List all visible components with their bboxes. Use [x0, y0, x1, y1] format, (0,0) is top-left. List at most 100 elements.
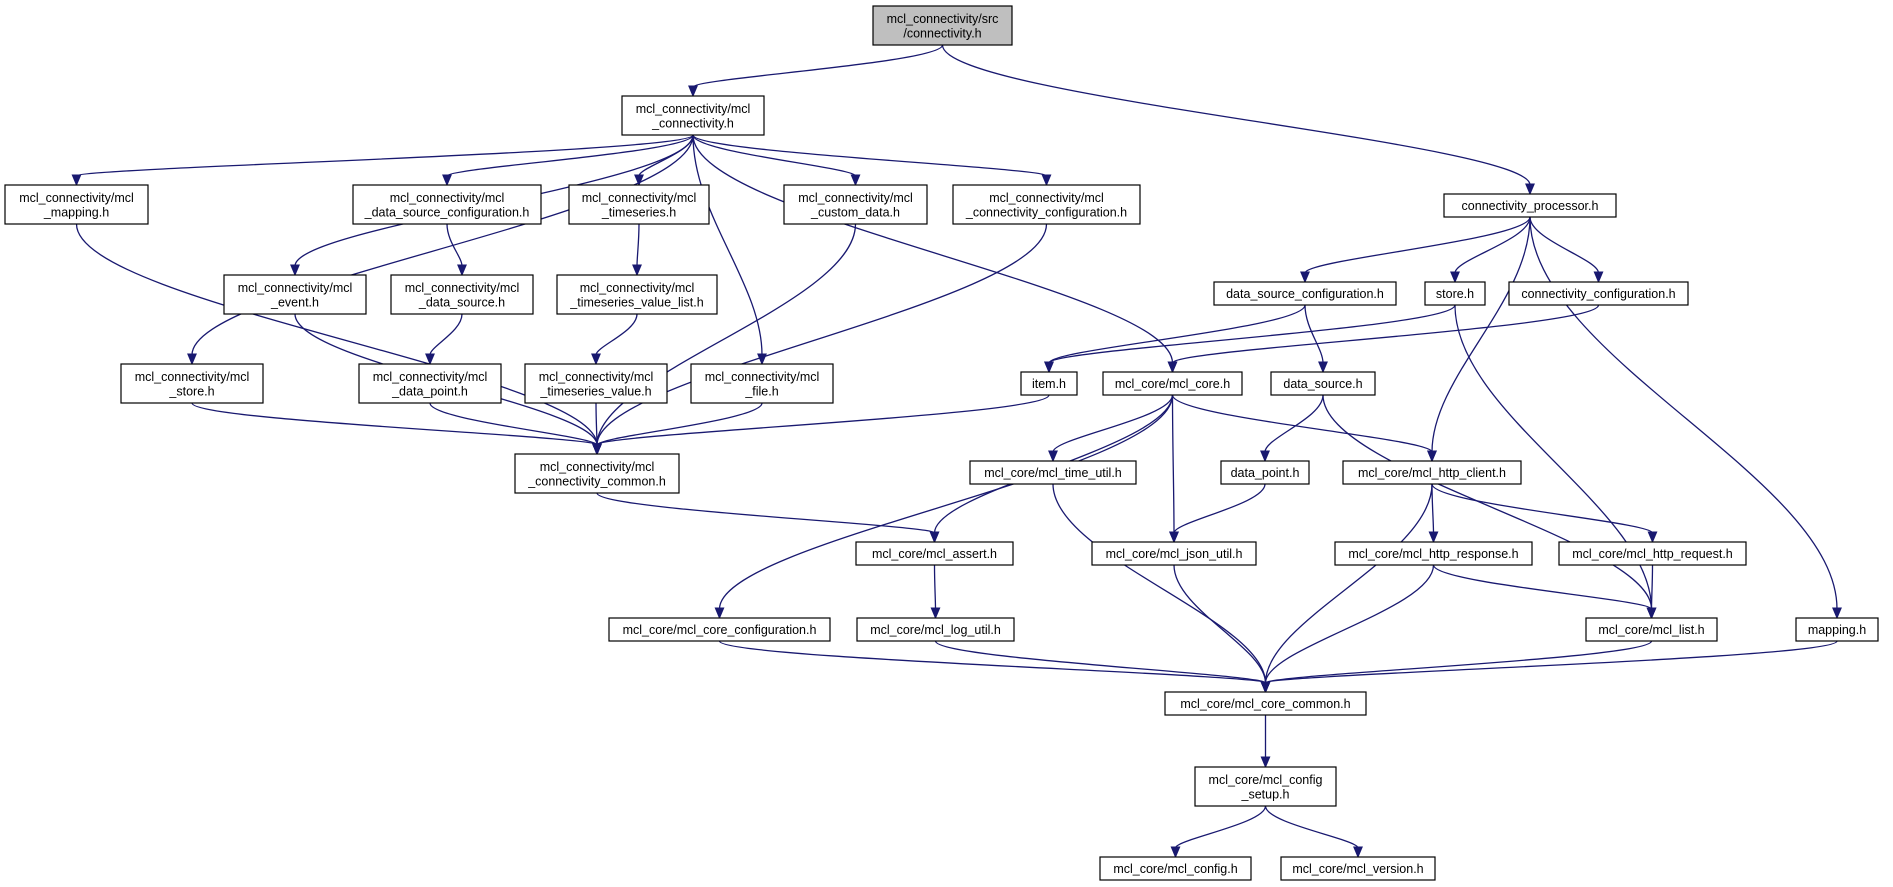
edge-line — [595, 313, 638, 356]
node-box — [1099, 856, 1252, 881]
node-assert[interactable]: mcl_core/mcl_assert.h — [855, 541, 1014, 566]
edge-line — [446, 223, 463, 267]
edge-line — [1431, 483, 1654, 534]
edge-mcl_data_point-to-mcl_conn_common — [429, 402, 602, 456]
edge-conn_cfg-to-mcl_core — [1167, 304, 1600, 374]
edge-line — [1173, 483, 1266, 534]
node-mcl-conn-cfg[interactable]: mcl_connectivity/mcl_connectivity_config… — [952, 184, 1141, 225]
node-config[interactable]: mcl_core/mcl_config.h — [1099, 856, 1252, 881]
node-box — [514, 453, 680, 494]
edge-root-to-mcl_connectivity — [688, 44, 944, 98]
edge-line — [1171, 394, 1175, 534]
node-mcl-core[interactable]: mcl_core/mcl_core.h — [1102, 371, 1243, 396]
edge-data_source-to-list — [1322, 394, 1657, 620]
edge-line — [718, 394, 1174, 610]
node-label-line: _connectivity_configuration.h — [965, 205, 1127, 219]
node-item[interactable]: item.h — [1020, 371, 1078, 396]
node-http-request[interactable]: mcl_core/mcl_http_request.h — [1558, 541, 1747, 566]
edge-arrowhead — [1353, 846, 1363, 859]
node-data-point[interactable]: data_point.h — [1220, 460, 1310, 485]
node-mcl-mapping[interactable]: mcl_connectivity/mcl_mapping.h — [4, 184, 149, 225]
edge-line — [596, 394, 1050, 446]
node-mcl-dsc[interactable]: mcl_connectivity/mcl_data_source_configu… — [352, 184, 542, 225]
node-label-line: mcl_core/mcl_core_configuration.h — [623, 623, 817, 637]
node-processor[interactable]: connectivity_processor.h — [1443, 193, 1617, 218]
edge-arrowhead — [1048, 450, 1058, 463]
node-time-util[interactable]: mcl_core/mcl_time_util.h — [969, 460, 1137, 485]
node-label-line: _data_source.h — [418, 295, 505, 309]
node-mcl-timeseries[interactable]: mcl_connectivity/mcl_timeseries.h — [568, 184, 710, 225]
node-label-line: /connectivity.h — [903, 26, 981, 40]
node-label-line: data_source.h — [1283, 377, 1362, 391]
node-label-line: mcl_core/mcl_http_request.h — [1572, 547, 1733, 561]
node-box — [352, 184, 542, 225]
edge-arrowhead — [425, 353, 435, 366]
node-list[interactable]: mcl_core/mcl_list.h — [1585, 617, 1718, 642]
node-mcl-data-point[interactable]: mcl_connectivity/mcl_data_point.h — [358, 363, 502, 404]
node-mcl-conn-common[interactable]: mcl_connectivity/mcl_connectivity_common… — [514, 453, 680, 494]
node-box — [969, 460, 1137, 485]
edge-arrowhead — [688, 85, 698, 98]
node-label-line: mcl_connectivity/mcl — [19, 191, 134, 205]
edge-line — [692, 134, 1174, 364]
node-label-line: mcl_core/mcl_assert.h — [872, 547, 997, 561]
edge-mcl_connectivity-to-mcl_conn_cfg — [692, 134, 1052, 187]
node-data-source[interactable]: data_source.h — [1270, 371, 1376, 396]
edge-line — [1304, 216, 1531, 274]
edge-mcl_dsc-to-mcl_data_source — [446, 223, 467, 277]
node-label-line: mcl_connectivity/mcl — [580, 281, 695, 295]
edge-mcl_core-to-core_cfg — [714, 394, 1174, 620]
edge-data_source-to-data_point — [1260, 394, 1324, 463]
node-label-line: _event.h — [270, 295, 319, 309]
node-store[interactable]: store.h — [1424, 281, 1486, 306]
node-mcl-file[interactable]: mcl_connectivity/mcl_file.h — [690, 363, 834, 404]
node-label-line: mcl_connectivity/mcl — [705, 370, 820, 384]
node-label-line: mcl_connectivity/mcl — [238, 281, 353, 295]
node-label-line: mcl_core/mcl_json_util.h — [1106, 547, 1243, 561]
edge-core_common-to-config_setup — [1260, 715, 1271, 769]
node-box — [1020, 371, 1078, 396]
node-mcl-ts-value[interactable]: mcl_connectivity/mcl_timeseries_value.h — [524, 363, 668, 404]
node-core-common[interactable]: mcl_core/mcl_core_common.h — [1164, 691, 1367, 716]
edge-line — [1432, 564, 1653, 610]
node-version[interactable]: mcl_core/mcl_version.h — [1280, 856, 1436, 881]
node-label-line: data_source_configuration.h — [1226, 287, 1384, 301]
edge-line — [191, 402, 598, 446]
edge-line — [692, 134, 763, 356]
edge-line — [1171, 304, 1600, 364]
node-config-setup[interactable]: mcl_core/mcl_config_setup.h — [1194, 766, 1337, 807]
node-mcl-data-source[interactable]: mcl_connectivity/mcl_data_source.h — [390, 274, 534, 315]
node-dsc[interactable]: data_source_configuration.h — [1213, 281, 1397, 306]
node-box — [855, 541, 1014, 566]
edge-line — [75, 134, 694, 177]
node-mapping[interactable]: mapping.h — [1795, 617, 1879, 642]
node-json-util[interactable]: mcl_core/mcl_json_util.h — [1091, 541, 1257, 566]
node-core-cfg[interactable]: mcl_core/mcl_core_configuration.h — [608, 617, 831, 642]
edge-mcl_connectivity-to-mcl_dsc — [442, 134, 694, 187]
node-mcl-ts-value-list[interactable]: mcl_connectivity/mcl_timeseries_value_li… — [556, 274, 718, 315]
node-box — [1508, 281, 1689, 306]
node-label-line: mcl_connectivity/mcl — [540, 460, 655, 474]
node-http-client[interactable]: mcl_core/mcl_http_client.h — [1342, 460, 1522, 485]
node-mcl-event[interactable]: mcl_connectivity/mcl_event.h — [223, 274, 367, 315]
node-label-line: mcl_connectivity/mcl — [373, 370, 488, 384]
edge-line — [692, 44, 944, 88]
node-conn-cfg[interactable]: connectivity_configuration.h — [1508, 281, 1689, 306]
node-box — [1443, 193, 1617, 218]
edge-arrowhead — [1593, 271, 1604, 284]
edge-line — [1174, 805, 1267, 849]
edge-line — [596, 492, 936, 534]
node-box — [608, 617, 831, 642]
node-mcl-custom-data[interactable]: mcl_connectivity/mcl_custom_data.h — [783, 184, 928, 225]
node-label-line: _custom_data.h — [810, 205, 900, 219]
node-http-response[interactable]: mcl_core/mcl_http_response.h — [1334, 541, 1533, 566]
edge-line — [941, 44, 1531, 186]
edge-arrowhead — [290, 264, 300, 277]
node-mcl-connectivity[interactable]: mcl_connectivity/mcl_connectivity.h — [621, 95, 765, 136]
node-log-util[interactable]: mcl_core/mcl_log_util.h — [856, 617, 1015, 642]
edge-processor-to-conn_cfg — [1529, 216, 1604, 284]
edge-arrowhead — [187, 353, 197, 366]
node-box — [952, 184, 1141, 225]
node-mcl-store[interactable]: mcl_connectivity/mcl_store.h — [120, 363, 264, 404]
node-box — [1091, 541, 1257, 566]
